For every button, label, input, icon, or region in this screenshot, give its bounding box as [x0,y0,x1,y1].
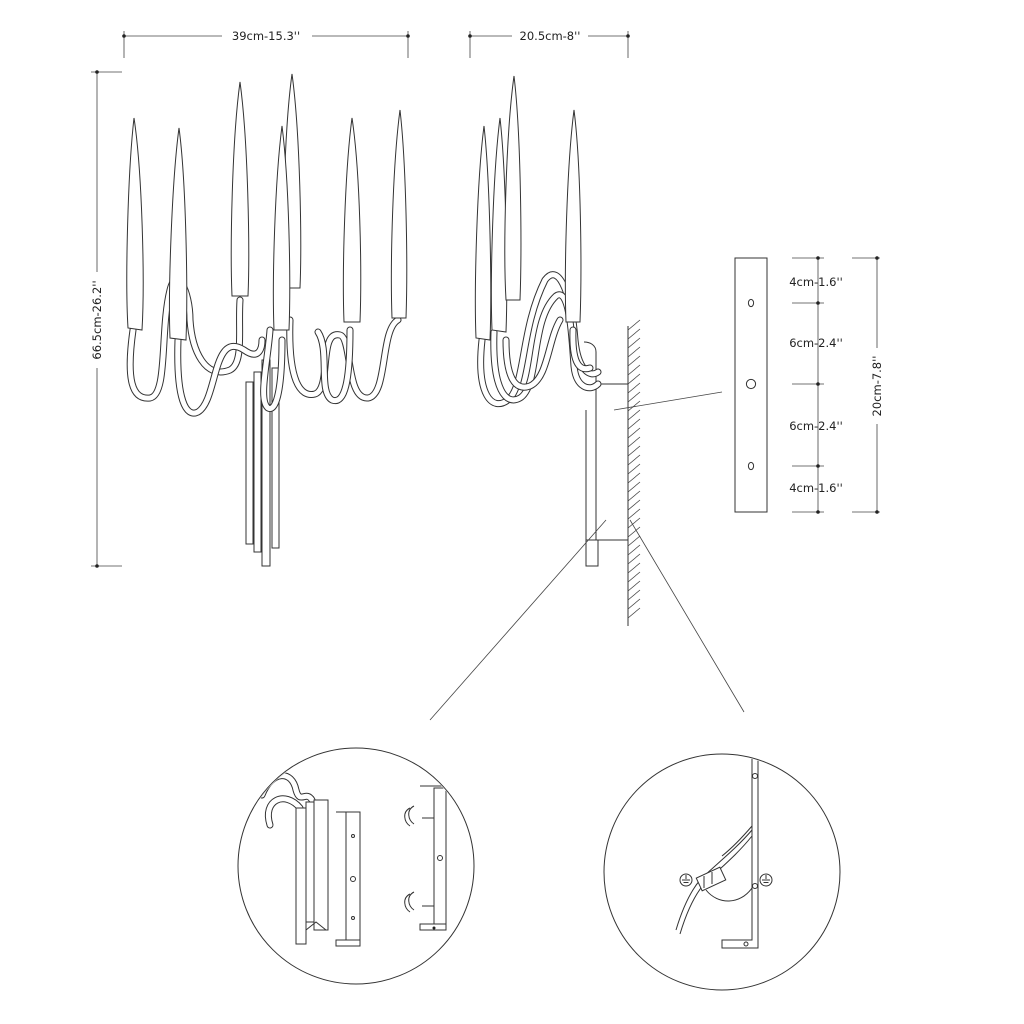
wall-hatch-line [627,445,641,457]
wall-hatch-line [627,580,641,592]
plate-segment-dot [816,464,820,468]
plate-segment-dot [816,256,820,260]
wall-hatch-line [627,607,641,619]
wall-hatch-line [627,418,641,430]
plate-leader-line [613,391,723,411]
wall-hatch-line [627,562,641,574]
plate-segment-label-2: 6cm-2.4'' [789,336,843,350]
wall-hatch-line [627,355,641,367]
detail-circle-installation [237,747,475,985]
wall-hatch-line [627,553,641,565]
plate-hole-center [745,378,757,390]
wall-hatch-line [627,499,641,511]
wall-hatch-line [627,481,641,493]
wall-hatch-line [627,319,641,331]
wall-hatch-line [627,400,641,412]
wall-hatch-line [627,364,641,376]
height-label: 66.5cm-26.2'' [90,280,104,359]
plate-segment-label-1: 4cm-1.6'' [789,275,843,289]
side-view: 20.5cm-8'' [429,27,745,721]
wall-hatch-line [627,382,641,394]
detail-leader-left [429,519,607,721]
plate-segment-dimension: 4cm-1.6'' 6cm-2.4'' 6cm-2.4'' 4cm-1.6'' [789,256,843,514]
wall-bracket [583,341,629,567]
side-depth-label: 20.5cm-8'' [520,29,581,43]
wall-hatch-line [627,508,641,520]
wall [627,319,641,626]
plate-hole-bottom [747,461,755,471]
wall-hatch-line [627,454,641,466]
wall-hatch-line [627,526,641,538]
plate-height-dimension: 20cm-7.8'' [852,256,886,514]
wall-hatch-line [627,436,641,448]
plate-hole-top [747,298,755,308]
detail-leader-right [629,519,745,713]
wall-hatch-line [627,472,641,484]
front-shades [126,73,408,341]
wall-hatch-line [627,490,641,502]
height-dimension: 66.5cm-26.2'' [88,70,122,568]
mounting-plate: 4cm-1.6'' 6cm-2.4'' 6cm-2.4'' 4cm-1.6'' … [734,256,886,514]
side-depth-dimension: 20.5cm-8'' [468,27,630,58]
wall-hatch-line [627,346,641,358]
wall-hatch-line [627,409,641,421]
wall-hatch-line [627,337,641,349]
wall-hatch-line [627,391,641,403]
wall-hatch-line [627,517,641,529]
detail-circle-wiring [603,753,841,991]
side-tubes [477,271,602,408]
plate-segment-dot [816,301,820,305]
wall-hatch-line [627,544,641,556]
plate-segment-dot [816,382,820,386]
side-shades [474,75,582,341]
wall-hatch-line [627,571,641,583]
front-view: 39cm-15.3'' 66.5cm-26.2'' [88,27,410,568]
front-width-dimension: 39cm-15.3'' [122,27,410,58]
wall-hatch-line [627,328,641,340]
wall-hatch-line [627,598,641,610]
wall-hatch-line [627,463,641,475]
wall-hatch-line [627,535,641,547]
plate-height-label: 20cm-7.8'' [870,356,884,417]
wall-hatch-line [627,589,641,601]
wall-hatch-line [627,427,641,439]
wall-hatch-line [627,373,641,385]
plate-segment-label-3: 6cm-2.4'' [789,419,843,433]
plate-segment-dot [816,510,820,514]
plate-segment-label-4: 4cm-1.6'' [789,481,843,495]
front-width-label: 39cm-15.3'' [232,29,300,43]
